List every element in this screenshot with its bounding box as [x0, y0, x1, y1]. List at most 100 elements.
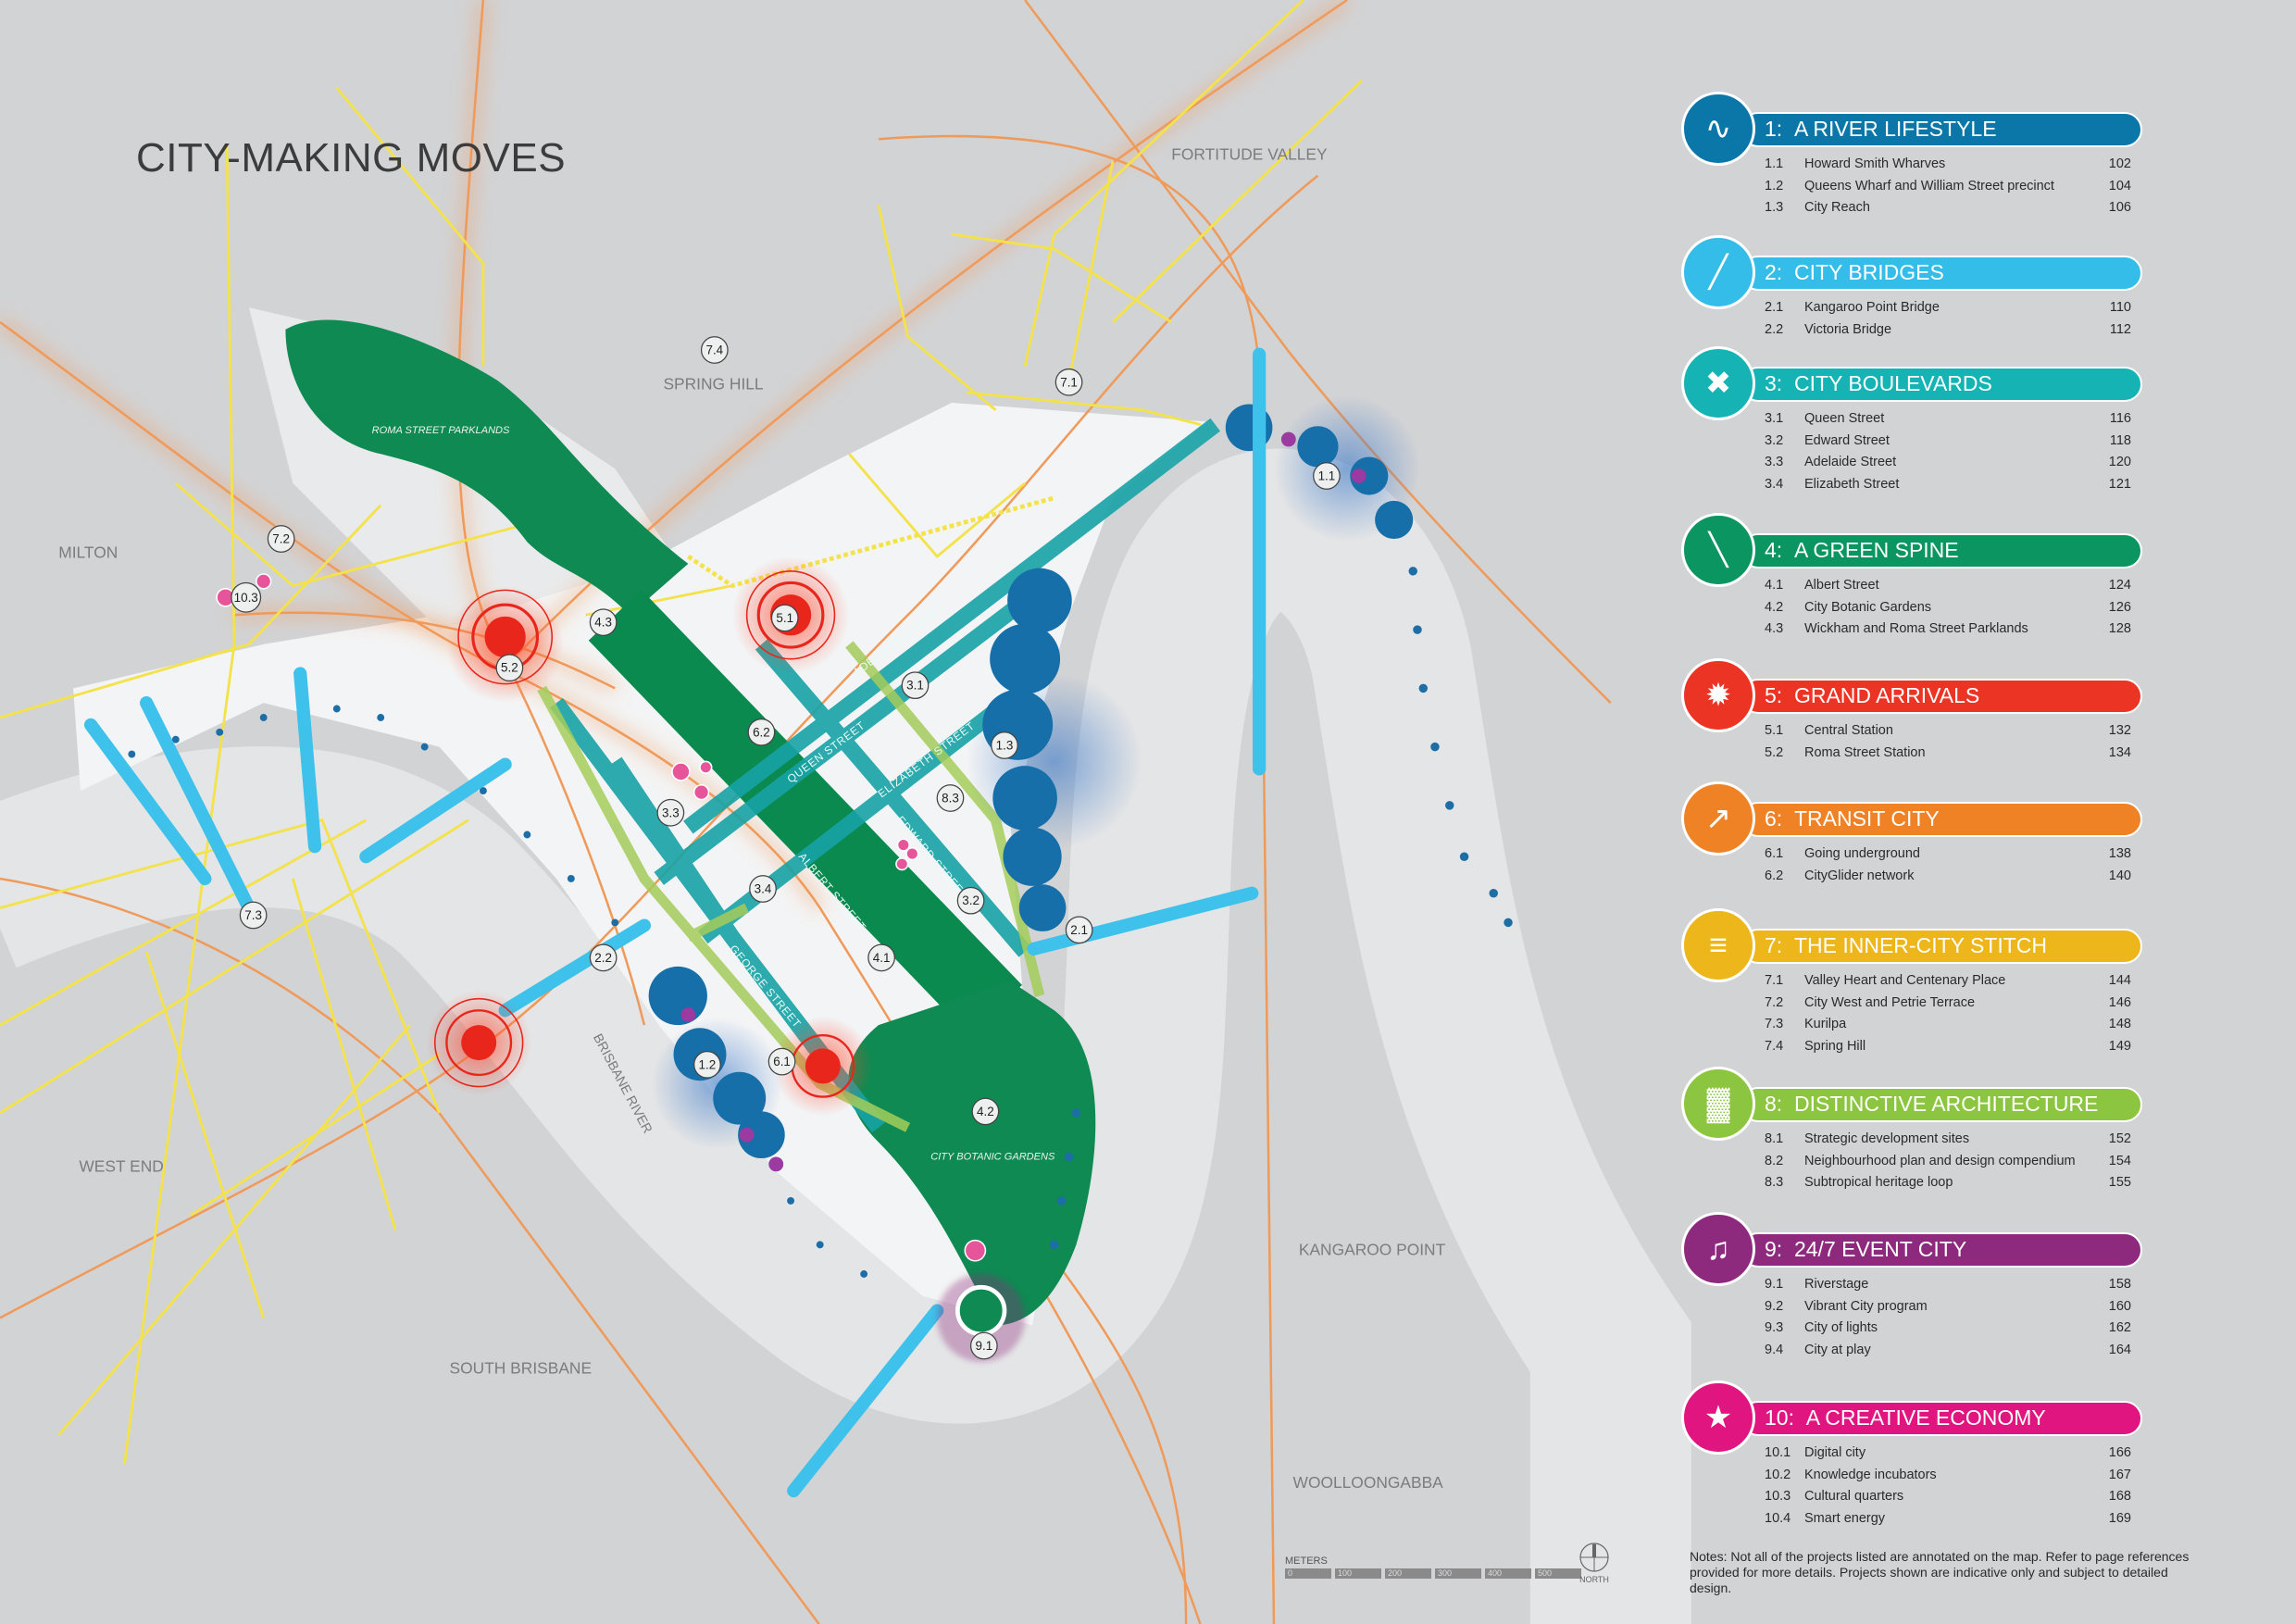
item-title: Elizabeth Street	[1804, 477, 1900, 493]
callout-9-1: 9.1	[969, 1331, 998, 1360]
legend-title: CITY BRIDGES	[1793, 260, 1944, 284]
legend-title: 24/7 EVENT CITY	[1793, 1237, 1967, 1261]
item-page: 118	[2109, 432, 2131, 448]
callout-circle	[971, 1097, 1000, 1126]
callout-number: 5.2	[501, 661, 518, 675]
callout-number: 3.1	[906, 679, 924, 693]
legend-header-bar	[1741, 679, 2142, 714]
callout-circle	[991, 731, 1018, 759]
callout-3-3: 3.3	[656, 798, 685, 827]
callout-number: 1.3	[996, 739, 1014, 753]
item-page: 132	[2108, 723, 2131, 738]
page-title: CITY-MAKING MOVES	[136, 135, 567, 181]
item-number: 3.3	[1765, 455, 1784, 470]
label-roma-street-parklands: ROMA STREET PARKLANDS	[372, 425, 510, 436]
item-number: 9.4	[1765, 1343, 1784, 1358]
item-page: 134	[2108, 744, 2131, 760]
item-page: 158	[2108, 1277, 2131, 1292]
legend-title: CITY BOULEVARDS	[1793, 371, 1992, 395]
item-number: 7.2	[1765, 994, 1784, 1010]
label-kangaroo-point: KANGAROO POINT	[1299, 1240, 1446, 1258]
roma-street-parklands	[285, 319, 689, 616]
item-number: 10.3	[1765, 1489, 1791, 1505]
river-lifestyle-clusters	[648, 395, 1421, 1159]
item-number: 5.1	[1765, 723, 1784, 738]
item-page: 140	[2108, 868, 2131, 883]
callout-circle	[1313, 462, 1341, 490]
item-number: 9.1	[1765, 1277, 1784, 1292]
item-title: Subtropical heritage loop	[1804, 1175, 1953, 1191]
item-title: Howard Smith Wharves	[1804, 156, 1946, 171]
item-number: 3.2	[1765, 432, 1784, 448]
label-woolloongabba: WOOLLOONGABBA	[1293, 1473, 1444, 1492]
callout-number: 7.3	[244, 908, 262, 922]
callout-2-2: 2.2	[589, 943, 618, 972]
callout-circle	[656, 798, 685, 827]
legend-number: 8:	[1765, 1092, 1783, 1116]
item-number: 7.4	[1765, 1039, 1784, 1055]
item-title: Strategic development sites	[1804, 1131, 1970, 1146]
callout-circle	[867, 943, 895, 972]
legend-header-bar	[1741, 256, 2142, 291]
item-number: 5.2	[1765, 744, 1784, 760]
callout-circle	[495, 654, 524, 682]
callout-5-2: 5.2	[495, 654, 524, 682]
callout-number: 4.3	[594, 616, 612, 630]
item-number: 4.1	[1765, 578, 1784, 593]
notes: Notes: Not all of the projects listed ar…	[1690, 1549, 2190, 1595]
item-title: Wickham and Roma Street Parklands	[1804, 621, 2028, 637]
legend-number: 2:	[1765, 260, 1783, 284]
legend-header: 3: CITY BOULEVARDS	[1765, 371, 1992, 396]
item-number: 10.4	[1765, 1511, 1791, 1527]
item-page: 121	[2108, 477, 2131, 493]
legend-header-bar	[1741, 1087, 2142, 1122]
city-boulevards	[550, 418, 1221, 1133]
scale-tick: 0	[1285, 1568, 1331, 1579]
item-page: 102	[2108, 156, 2131, 171]
callout-circle	[239, 901, 268, 930]
legend-header-bar	[1741, 1401, 2142, 1436]
callout-number: 1.2	[699, 1057, 717, 1071]
creative-icon: ★	[1681, 1380, 1755, 1455]
item-number: 1.2	[1765, 178, 1784, 194]
callout-6-2: 6.2	[747, 718, 776, 746]
label-milton: MILTON	[58, 543, 118, 562]
callout-3-4: 3.4	[749, 875, 777, 903]
item-page: 110	[2109, 300, 2131, 315]
scale-tick: 500	[1535, 1568, 1581, 1579]
brisbane-river	[0, 448, 1691, 1624]
item-title: Edward Street	[1804, 432, 1890, 448]
item-title: Kurilpa	[1804, 1017, 1847, 1032]
legend-item: 3.2 Edward Street 118	[1765, 433, 2131, 454]
callout-8-3: 8.3	[936, 784, 965, 812]
north-arrow: NORTH	[1578, 1542, 1610, 1584]
callout-5-1: 5.1	[770, 604, 799, 632]
item-number: 6.1	[1765, 846, 1784, 861]
scale-bar: METERS 0 100 200 300 400 500	[1285, 1555, 1581, 1579]
scale-label: METERS	[1285, 1555, 1328, 1567]
item-page: 162	[2108, 1320, 2131, 1336]
event-icon: ♫	[1681, 1212, 1755, 1286]
item-title: Central Station	[1804, 723, 1893, 738]
item-number: 7.1	[1765, 973, 1784, 988]
callout-2-1: 2.1	[1065, 916, 1093, 944]
legend-number: 5:	[1765, 683, 1783, 707]
item-page: 154	[2108, 1153, 2131, 1168]
item-number: 6.2	[1765, 868, 1784, 883]
item-number: 4.3	[1765, 621, 1784, 637]
callout-circle	[1054, 368, 1083, 396]
legend-header: 5: GRAND ARRIVALS	[1765, 683, 1979, 708]
item-number: 8.2	[1765, 1153, 1784, 1168]
legend-header: 8: DISTINCTIVE ARCHITECTURE	[1765, 1092, 2098, 1117]
callout-number: 2.1	[1070, 923, 1088, 937]
